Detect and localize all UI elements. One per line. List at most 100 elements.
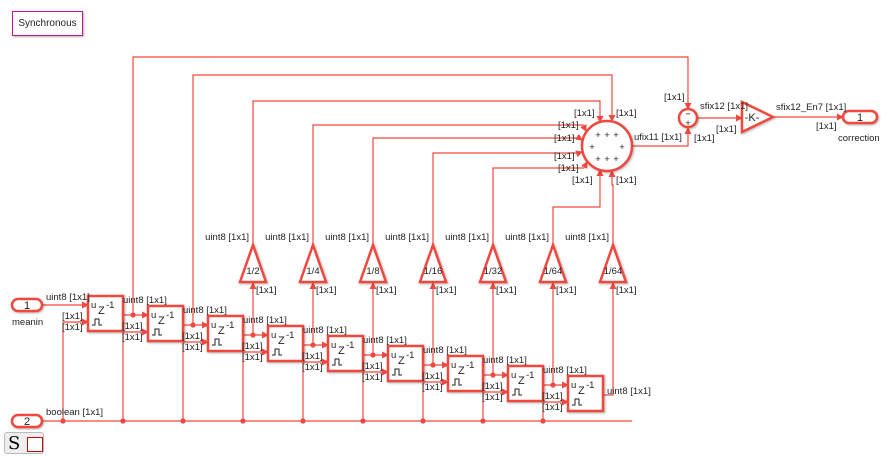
signal-line[interactable] (252, 100, 604, 245)
unit-delay-block[interactable] (386, 344, 425, 383)
sum-sign: + (619, 142, 625, 153)
signal-label: [1x1] (242, 341, 263, 352)
subtract-sign: − (685, 109, 691, 120)
signal-label: uint8 [1x1] (265, 232, 309, 243)
enable-pulse-icon (152, 328, 162, 336)
inport-block[interactable] (10, 297, 44, 313)
signal-label: [1x1] (362, 372, 383, 383)
signal-label: [1x1] (482, 392, 503, 403)
signal-label: sfix12_En7 [1x1] (776, 102, 846, 113)
signal-line[interactable] (192, 74, 616, 325)
delay-input-label: u (511, 370, 516, 381)
signal-label: [1x1] (182, 342, 203, 353)
signal-label: [1x1] (664, 92, 685, 103)
gain-block[interactable] (478, 241, 508, 284)
gain-block[interactable] (598, 241, 628, 284)
signal-label: [1x1] (572, 175, 593, 186)
sum-block[interactable] (580, 119, 634, 173)
gain-block[interactable] (298, 241, 328, 284)
delay-exponent: -1 (586, 380, 594, 391)
gain-block[interactable] (418, 241, 448, 284)
signal-line[interactable] (372, 133, 583, 245)
delay-operator: Z (98, 305, 105, 317)
gain-block[interactable] (358, 241, 388, 284)
gain-value: 1/64 (604, 266, 623, 277)
sum-sign: + (613, 130, 619, 141)
delay-operator: Z (518, 375, 525, 387)
synchronous-annotation[interactable]: Synchronous (12, 11, 83, 36)
delay-exponent: -1 (166, 310, 174, 321)
signal-label: boolean [1x1] (46, 407, 103, 418)
signal-label: uint8 [1x1] (385, 232, 429, 243)
delay-input-label: u (571, 380, 576, 391)
delay-exponent: -1 (106, 300, 114, 311)
signal-label: [1x1] (558, 163, 579, 174)
port-number: 1 (24, 300, 30, 312)
signal-label: [1x1] (616, 108, 637, 119)
subtract-sign: + (685, 118, 691, 129)
signal-label: [1x1] (242, 352, 263, 363)
signal-label: ufix11 [1x1] (634, 132, 682, 143)
signal-label: [1x1] (362, 361, 383, 372)
sum-sign: + (589, 142, 595, 153)
sample-time-badge[interactable]: S (4, 432, 44, 454)
signal-line[interactable] (492, 161, 588, 245)
gain-value: 1/2 (246, 266, 259, 277)
signal-line[interactable] (552, 169, 604, 245)
delay-operator: Z (158, 315, 165, 327)
signal-line[interactable] (432, 150, 583, 245)
signal-line[interactable] (122, 328, 149, 421)
gain-value: 1/16 (424, 266, 443, 277)
signal-label: [1x1] (694, 133, 715, 144)
enable-pulse-icon (392, 368, 402, 376)
badge-letter: S (8, 433, 21, 454)
signal-line[interactable] (132, 56, 692, 315)
signal-line[interactable] (632, 127, 692, 147)
signal-label: uint8 [1x1] (303, 325, 347, 336)
signal-line[interactable] (182, 338, 209, 421)
signal-label: [1x1] (542, 402, 563, 413)
signal-label: uint8 [1x1] (607, 386, 651, 397)
delay-operator: Z (338, 345, 345, 357)
delay-input-label: u (331, 340, 336, 351)
signal-label: uint8 [1x1] (123, 295, 167, 306)
gain-block[interactable] (238, 241, 268, 284)
signal-label: [1x1] (554, 151, 575, 162)
sum-sign: + (613, 154, 619, 165)
signal-label: [1x1] (422, 382, 443, 393)
enable-pulse-icon (92, 318, 102, 326)
gain-value: 1/64 (544, 266, 563, 277)
signal-label: uint8 [1x1] (445, 232, 489, 243)
signal-label: [1x1] (616, 285, 637, 296)
delay-operator: Z (278, 335, 285, 347)
gain-block[interactable] (538, 241, 568, 284)
delay-input-label: u (151, 310, 156, 321)
outport-block[interactable] (841, 109, 879, 125)
gain-value: 1/8 (366, 266, 379, 277)
output-gain-block[interactable] (740, 100, 776, 134)
signal-label: uint8 [1x1] (565, 232, 609, 243)
signal-label: [1x1] (422, 371, 443, 382)
unit-delay-block[interactable] (326, 334, 365, 373)
signal-line[interactable] (603, 282, 617, 396)
inport-block[interactable] (10, 413, 44, 429)
signal-line[interactable] (62, 318, 89, 421)
enable-pulse-icon (272, 348, 282, 356)
gain-value: 1/32 (484, 266, 503, 277)
signal-label: uint8 [1x1] (243, 315, 287, 326)
delay-exponent: -1 (346, 340, 354, 351)
signal-label: [1x1] (816, 121, 837, 132)
signal-label: uint8 [1x1] (325, 232, 369, 243)
signal-label: [1x1] (574, 108, 595, 119)
signal-label: [1x1] (256, 285, 277, 296)
signal-label: [1x1] (542, 391, 563, 402)
signal-label: sfix12 [1x1] (700, 101, 748, 112)
enable-pulse-icon (452, 378, 462, 386)
subtract-block[interactable] (677, 107, 699, 129)
signal-label: [1x1] (716, 124, 737, 135)
signal-label: [1x1] (302, 351, 323, 362)
signal-label: [1x1] (182, 331, 203, 342)
signal-line[interactable] (608, 170, 616, 245)
signal-label: uint8 [1x1] (483, 355, 527, 366)
signal-line[interactable] (312, 124, 587, 245)
